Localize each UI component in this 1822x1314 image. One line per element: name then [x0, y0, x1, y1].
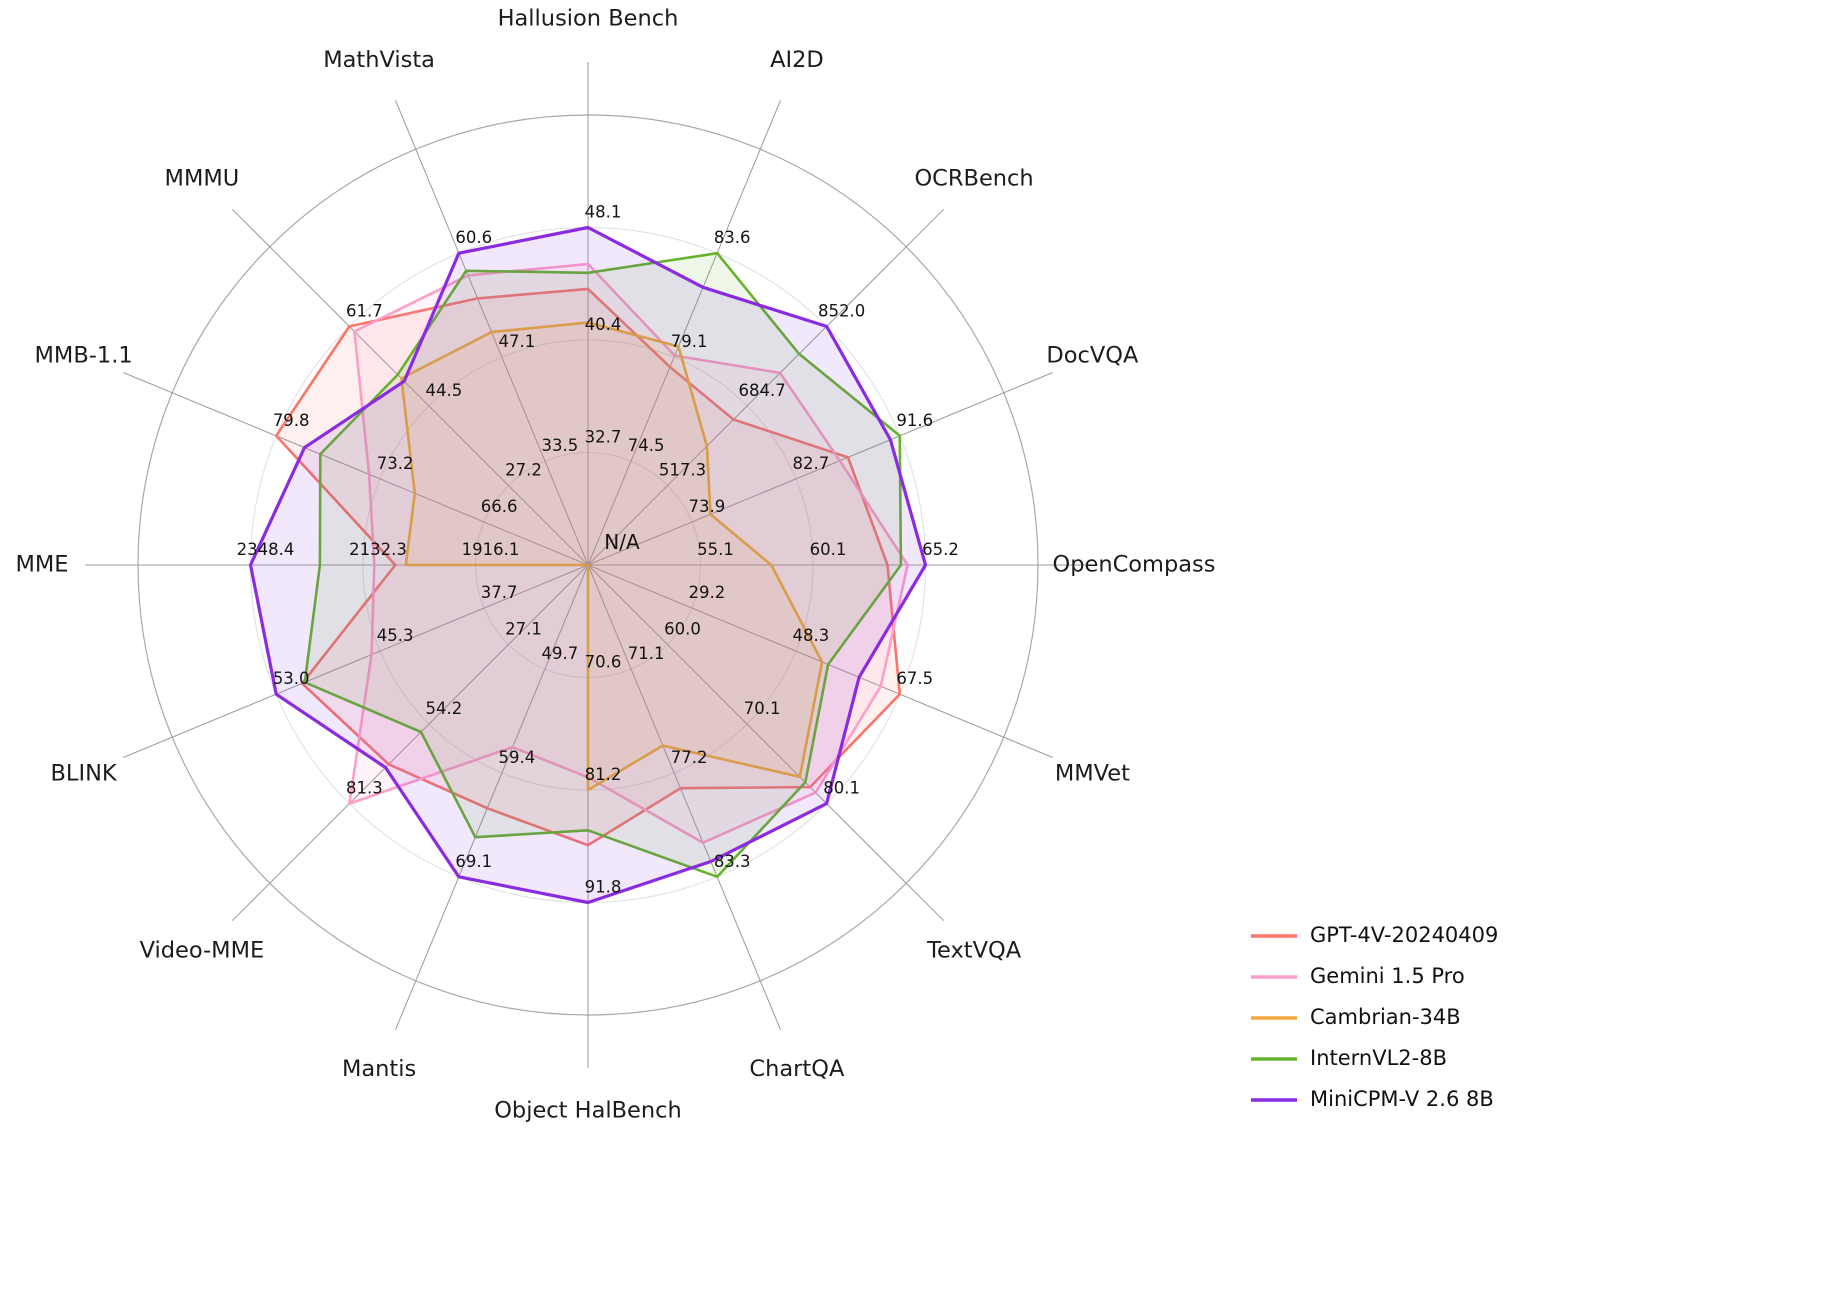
- tick-label-inner-mmb-1-1: 66.6: [481, 497, 518, 516]
- tick-label-outer-mmb-1-1: 79.8: [273, 411, 310, 430]
- tick-label-mid-docvqa: 82.7: [793, 454, 830, 473]
- axis-label-opencompass: OpenCompass: [1052, 552, 1215, 578]
- tick-label-mid-ai2d: 79.1: [671, 332, 708, 351]
- axis-label-chartqa: ChartQA: [749, 1056, 845, 1082]
- axis-label-video-mme: Video-MME: [140, 938, 265, 964]
- tick-label-outer-mme: 2348.4: [237, 540, 295, 559]
- axis-spoke: [587, 100, 781, 566]
- axis-spoke: [395, 564, 589, 1030]
- tick-label-outer-ocrbench: 852.0: [818, 301, 865, 320]
- tick-label-mid-mantis: 59.4: [499, 748, 536, 767]
- axis-label-mantis: Mantis: [342, 1056, 416, 1082]
- axis-label-hallusion-bench: Hallusion Bench: [498, 6, 679, 32]
- series-polygon-internvl2-8b: [303, 251, 903, 879]
- tick-label-inner-object-halbench: 70.6: [585, 653, 622, 672]
- axis-spoke: [587, 564, 781, 1030]
- tick-label-mid-mmb-1-1: 73.2: [377, 454, 414, 473]
- legend-label-minicpm-v-2-6-8b: MiniCPM-V 2.6 8B: [1310, 1087, 1494, 1111]
- tick-label-mid-video-mme: 54.2: [426, 699, 463, 718]
- series-polygon-cambrian-34b: [400, 321, 824, 792]
- tick-label-inner-mmvet: 29.2: [689, 583, 726, 602]
- axis-label-ai2d: AI2D: [770, 47, 824, 73]
- series-polygon-minicpm-v-2-6-8b: [248, 225, 928, 905]
- tick-label-inner-mmmu: 27.2: [505, 461, 542, 480]
- axis-spoke: [123, 372, 589, 566]
- tick-label-outer-video-mme: 81.3: [346, 779, 383, 798]
- tick-label-inner-opencompass: 55.1: [697, 540, 734, 559]
- axis-spoke: [123, 564, 589, 758]
- legend-label-gpt-4v-20240409: GPT-4V-20240409: [1310, 923, 1498, 947]
- axis-label-docvqa: DocVQA: [1046, 343, 1139, 369]
- tick-label-mid-mathvista: 47.1: [499, 332, 536, 351]
- tick-label-mid-blink: 45.3: [377, 626, 414, 645]
- tick-label-inner-ocrbench: 517.3: [659, 461, 706, 480]
- tick-label-outer-mmmu: 61.7: [346, 301, 383, 320]
- tick-label-mid-ocrbench: 684.7: [738, 381, 785, 400]
- axis-spoke: [587, 208, 945, 566]
- tick-label-outer-mantis: 69.1: [455, 852, 492, 871]
- center-na-label: N/A: [604, 530, 640, 554]
- tick-label-outer-docvqa: 91.6: [896, 411, 933, 430]
- tick-label-outer-object-halbench: 91.8: [585, 878, 622, 897]
- axis-spoke: [231, 208, 589, 566]
- tick-label-outer-textvqa: 80.1: [823, 779, 860, 798]
- tick-label-outer-blink: 53.0: [273, 669, 310, 688]
- tick-label-outer-opencompass: 65.2: [922, 540, 959, 559]
- axis-label-mme: MME: [15, 552, 68, 578]
- tick-label-mid-mmvet: 48.3: [793, 626, 830, 645]
- tick-label-inner-blink: 37.7: [481, 583, 518, 602]
- legend-label-internvl2-8b: InternVL2-8B: [1310, 1046, 1447, 1070]
- legend-label-cambrian-34b: Cambrian-34B: [1310, 1005, 1461, 1029]
- tick-label-inner-mme: 1916.1: [462, 540, 520, 559]
- axis-label-textvqa: TextVQA: [926, 938, 1022, 964]
- tick-label-mid-hallusion-bench: 40.4: [585, 315, 622, 334]
- axis-label-mmb-1-1: MMB-1.1: [35, 343, 133, 369]
- tick-label-inner-video-mme: 27.1: [505, 620, 542, 639]
- tick-label-outer-mmvet: 67.5: [896, 669, 933, 688]
- axis-label-mathvista: MathVista: [323, 47, 435, 73]
- axis-label-object-halbench: Object HalBench: [494, 1098, 682, 1124]
- tick-label-inner-chartqa: 71.1: [628, 644, 665, 663]
- axis-label-ocrbench: OCRBench: [914, 165, 1033, 191]
- tick-label-mid-mme: 2132.3: [349, 540, 407, 559]
- legend-label-gemini-1-5-pro: Gemini 1.5 Pro: [1310, 964, 1465, 988]
- tick-label-inner-mantis: 49.7: [542, 644, 579, 663]
- tick-label-mid-textvqa: 70.1: [744, 699, 781, 718]
- tick-label-outer-chartqa: 83.3: [714, 852, 751, 871]
- tick-label-inner-mathvista: 33.5: [542, 436, 579, 455]
- axis-label-mmmu: MMMU: [165, 165, 240, 191]
- axis-spoke: [587, 372, 1053, 566]
- tick-label-outer-ai2d: 83.6: [714, 228, 751, 247]
- tick-label-mid-mmmu: 44.5: [426, 381, 463, 400]
- axis-label-mmvet: MMVet: [1055, 760, 1130, 786]
- axis-label-blink: BLINK: [50, 760, 117, 786]
- tick-label-outer-hallusion-bench: 48.1: [585, 203, 622, 222]
- axis-spoke: [587, 564, 945, 922]
- tick-label-inner-hallusion-bench: 32.7: [585, 428, 622, 447]
- tick-label-mid-opencompass: 60.1: [810, 540, 847, 559]
- tick-label-outer-mathvista: 60.6: [455, 228, 492, 247]
- axis-spoke: [231, 564, 589, 922]
- tick-label-inner-textvqa: 60.0: [664, 620, 701, 639]
- tick-label-mid-object-halbench: 81.2: [585, 765, 622, 784]
- tick-label-mid-chartqa: 77.2: [671, 748, 708, 767]
- tick-label-inner-ai2d: 74.5: [628, 436, 665, 455]
- tick-label-inner-docvqa: 73.9: [689, 497, 726, 516]
